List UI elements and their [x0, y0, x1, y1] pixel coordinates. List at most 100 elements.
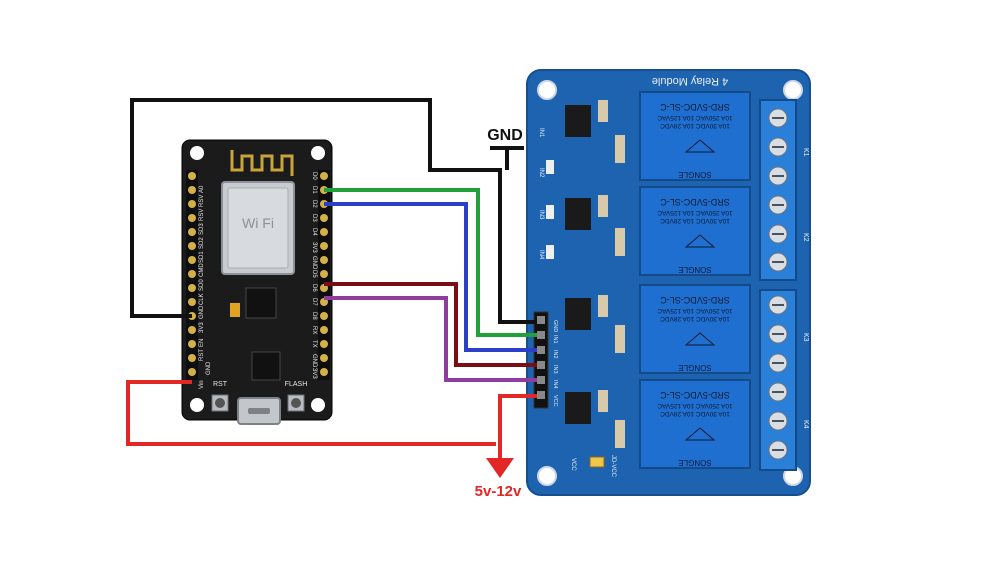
mounting-hole: [537, 80, 557, 100]
pin-label-3v3: 3V3: [199, 322, 205, 333]
pin-label-d5: D5: [311, 270, 317, 278]
pin-label-d2: D2: [311, 200, 317, 208]
rst-button-label: RST: [213, 381, 228, 388]
header-pin-vcc: VCC: [552, 395, 558, 407]
pin-label-rst: RST: [199, 349, 205, 361]
relay-part-number: SRD-5VDC-SL-C: [660, 102, 730, 112]
pin-label-d3: D3: [311, 214, 317, 222]
pin-label-en: EN: [199, 339, 205, 347]
warning-triangle-icon: [684, 427, 716, 441]
left-pin-header: [186, 170, 198, 380]
relay-input-header: [533, 311, 549, 409]
pin-label-d0: D0: [311, 172, 317, 180]
status-led: [546, 160, 554, 174]
warning-triangle-icon: [684, 234, 716, 248]
pin-label-d8: D8: [311, 312, 317, 320]
pin-label-sd1: SD1: [199, 251, 205, 263]
relay-brand: SONGLE: [678, 458, 711, 467]
pin-label-rsv: RSV: [199, 195, 205, 207]
optocoupler: [565, 392, 591, 424]
header-pin-in2: IN2: [552, 350, 558, 359]
mounting-hole: [537, 466, 557, 486]
relay-1: SRD-5VDC-SL-C 10A 250VAC 10A 125VAC 10A …: [639, 91, 751, 181]
relay-3: SRD-5VDC-SL-C 10A 250VAC 10A 125VAC 10A …: [639, 284, 751, 374]
pin-label-rsv: RSV: [199, 209, 205, 221]
relay-rating-1: 10A 250VAC 10A 125VAC: [657, 307, 733, 314]
mounting-hole: [311, 398, 325, 412]
supply-arrow-icon: [486, 458, 514, 478]
terminal-block-lower: [759, 289, 797, 471]
usb-serial-chip: [251, 351, 281, 381]
flash-button-label: FLASH: [285, 381, 308, 388]
terminal-label-k3: K3: [802, 333, 809, 342]
pin-label-cmd: CMD: [199, 263, 205, 277]
vcc-label: VCC: [570, 458, 576, 471]
relay-4: SRD-5VDC-SL-C 10A 250VAC 10A 125VAC 10A …: [639, 379, 751, 469]
wifi-antenna-icon: [230, 150, 294, 176]
diode: [615, 228, 625, 256]
pin-label-a0: A0: [199, 185, 205, 193]
relay-part-number: SRD-5VDC-SL-C: [660, 197, 730, 207]
diode: [615, 325, 625, 353]
mounting-hole: [190, 398, 204, 412]
terminal-label-k2: K2: [802, 233, 809, 242]
optocoupler: [565, 198, 591, 230]
relay-brand: SONGLE: [678, 170, 711, 179]
relay-2: SRD-5VDC-SL-C 10A 250VAC 10A 125VAC 10A …: [639, 186, 751, 276]
status-led: [546, 205, 554, 219]
relay-rating-2: 10A 30VDC 10A 28VDC: [660, 217, 730, 224]
pin-label-gnd: GND: [311, 354, 317, 368]
relay-rating-2: 10A 30VDC 10A 28VDC: [660, 122, 730, 129]
voltage-regulator: [245, 287, 277, 319]
relay-module-title: 4 Relay Module: [652, 75, 728, 87]
pin-label-d4: D4: [311, 228, 317, 236]
nodemcu-board: Wi Fi RST FLASH: [181, 139, 333, 425]
pin-label-d7: D7: [311, 298, 317, 306]
header-pin-in1: IN1: [552, 335, 558, 344]
pin-label-gnd: GND: [206, 361, 212, 375]
wire-power-vcc: [498, 394, 537, 460]
pin-label-gnd: GND: [311, 256, 317, 270]
pin-label-sd3: SD3: [199, 223, 205, 235]
relay-rating-2: 10A 30VDC 10A 28VDC: [660, 315, 730, 322]
supply-voltage-label: 5v-12v: [475, 483, 522, 500]
right-pin-header: [318, 170, 330, 380]
terminal-label-k1: K1: [802, 148, 809, 157]
resistor: [598, 390, 608, 412]
relay-rating-1: 10A 250VAC 10A 125VAC: [657, 209, 733, 216]
relay-rating-2: 10A 30VDC 10A 28VDC: [660, 410, 730, 417]
relay-rating-1: 10A 250VAC 10A 125VAC: [657, 402, 733, 409]
gnd-label: GND: [487, 127, 523, 144]
pin-label-tx: TX: [311, 340, 317, 348]
warning-triangle-icon: [684, 332, 716, 346]
wire-gnd: [130, 98, 537, 324]
input-label-in4: IN4: [538, 250, 544, 260]
wire-in1: [324, 188, 537, 337]
resistor: [598, 295, 608, 317]
relay-part-number: SRD-5VDC-SL-C: [660, 390, 730, 400]
wire-in2: [324, 202, 537, 352]
input-label-in3: IN3: [538, 210, 544, 220]
relay-rating-1: 10A 250VAC 10A 125VAC: [657, 114, 733, 121]
input-label-in1: IN1: [538, 128, 544, 138]
pin-label-d1: D1: [311, 186, 317, 194]
pin-label-sd0: SD0: [199, 279, 205, 291]
terminal-block-upper: [759, 99, 797, 281]
mounting-hole: [311, 146, 325, 160]
wire-power-vin: [126, 380, 496, 446]
wire-in3: [324, 282, 537, 367]
relay-module: 4 Relay Module SRD-5VDC-SL-C 10A 250VAC …: [526, 69, 811, 496]
input-label-in2: IN2: [538, 168, 544, 178]
header-pin-in3: IN3: [552, 365, 558, 374]
mounting-hole: [783, 80, 803, 100]
wire-in4: [324, 296, 537, 382]
pin-label-d6: D6: [311, 284, 317, 292]
pin-label-sd2: SD2: [199, 237, 205, 249]
jd-vcc-jumper[interactable]: [589, 456, 605, 468]
pin-label-vin: Vin: [199, 380, 205, 389]
optocoupler: [565, 298, 591, 330]
diode: [615, 420, 625, 448]
pin-label-clk: CLK: [199, 293, 205, 305]
capacitor: [230, 303, 240, 317]
